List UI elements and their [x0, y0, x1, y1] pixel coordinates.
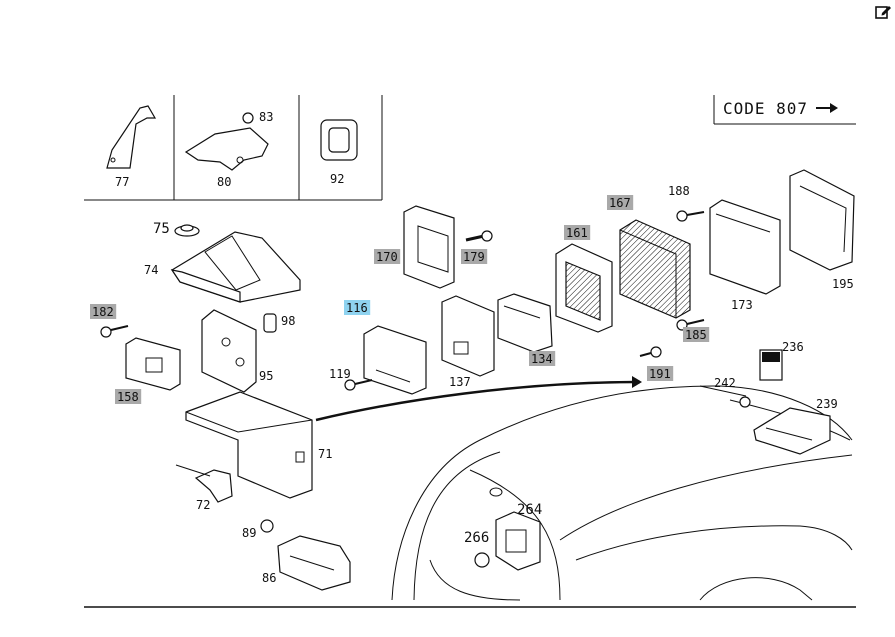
callout-179[interactable]: 179 [461, 249, 488, 264]
callout-number: 89 [242, 526, 256, 540]
callout-highlight [647, 366, 674, 381]
callout-71[interactable]: 71 [318, 447, 332, 461]
arrow-right-icon [830, 103, 838, 113]
callout-number: 86 [262, 571, 276, 585]
callout-264[interactable]: 264 [517, 502, 542, 518]
callout-74[interactable]: 74 [144, 263, 158, 277]
callout-119[interactable]: 119 [329, 367, 351, 381]
inset-label-92: 92 [330, 172, 344, 186]
callout-266[interactable]: 266 [464, 530, 489, 546]
callout-185[interactable]: 185 [683, 327, 710, 342]
callout-116[interactable]: 116 [344, 300, 371, 315]
callout-number: 116 [346, 301, 368, 315]
inset-panel: 77 80 83 92 [84, 95, 383, 201]
callout-182[interactable]: 182 [90, 304, 117, 319]
callout-161[interactable]: 161 [564, 225, 591, 240]
callout-number: 182 [92, 305, 114, 319]
inset-label-83: 83 [259, 110, 273, 124]
callout-236[interactable]: 236 [782, 340, 804, 354]
callout-89[interactable]: 89 [242, 526, 256, 540]
callout-highlight [344, 300, 371, 315]
callout-242[interactable]: 242 [714, 376, 736, 390]
callout-239[interactable]: 239 [816, 397, 838, 411]
callout-layer: 75 74 182 158 98 95 116 119 137 170 179 134 161 167 18… [90, 184, 854, 585]
callout-86[interactable]: 86 [262, 571, 276, 585]
callout-highlight [461, 249, 488, 264]
callout-95[interactable]: 95 [259, 369, 273, 383]
callout-highlight [90, 304, 117, 319]
callout-highlight [529, 351, 556, 366]
callout-highlight [607, 195, 634, 210]
callout-134[interactable]: 134 [529, 351, 556, 366]
callout-number: 161 [566, 226, 588, 240]
callout-72[interactable]: 72 [196, 498, 210, 512]
callout-number: 72 [196, 498, 210, 512]
callout-137[interactable]: 137 [449, 375, 471, 389]
code-label: CODE 807 [723, 99, 808, 118]
inset-label-80: 80 [217, 175, 231, 189]
callout-195[interactable]: 195 [832, 277, 854, 291]
callout-highlight [115, 389, 142, 404]
callout-167[interactable]: 167 [607, 195, 634, 210]
callout-number: 266 [464, 530, 489, 546]
callout-173[interactable]: 173 [731, 298, 753, 312]
callout-98[interactable]: 98 [281, 314, 295, 328]
callout-number: 95 [259, 369, 273, 383]
callout-number: 185 [685, 328, 707, 342]
edit-icon [875, 6, 891, 19]
callout-number: 239 [816, 397, 838, 411]
callout-number: 195 [832, 277, 854, 291]
inset-label-77: 77 [115, 175, 129, 189]
callout-number: 264 [517, 502, 542, 518]
callout-highlight [564, 225, 591, 240]
callout-number: 137 [449, 375, 471, 389]
callout-158[interactable]: 158 [115, 389, 142, 404]
callout-number: 158 [117, 390, 139, 404]
callout-number: 75 [153, 221, 170, 237]
edit-button[interactable] [874, 3, 892, 21]
callout-191[interactable]: 191 [647, 366, 674, 381]
callout-number: 119 [329, 367, 351, 381]
callout-number: 236 [782, 340, 804, 354]
callout-number: 71 [318, 447, 332, 461]
callout-number: 74 [144, 263, 158, 277]
callout-number: 242 [714, 376, 736, 390]
callout-number: 188 [668, 184, 690, 198]
callout-number: 170 [376, 250, 398, 264]
callout-number: 191 [649, 367, 671, 381]
callout-number: 173 [731, 298, 753, 312]
callout-highlight [374, 249, 401, 264]
callout-highlight [683, 327, 710, 342]
callout-number: 167 [609, 196, 631, 210]
callout-188[interactable]: 188 [668, 184, 690, 198]
callout-number: 134 [531, 352, 553, 366]
callout-170[interactable]: 170 [374, 249, 401, 264]
callout-number: 179 [463, 250, 485, 264]
callout-75[interactable]: 75 [153, 221, 170, 237]
code-reference: CODE 807 [713, 95, 856, 125]
callout-number: 98 [281, 314, 295, 328]
